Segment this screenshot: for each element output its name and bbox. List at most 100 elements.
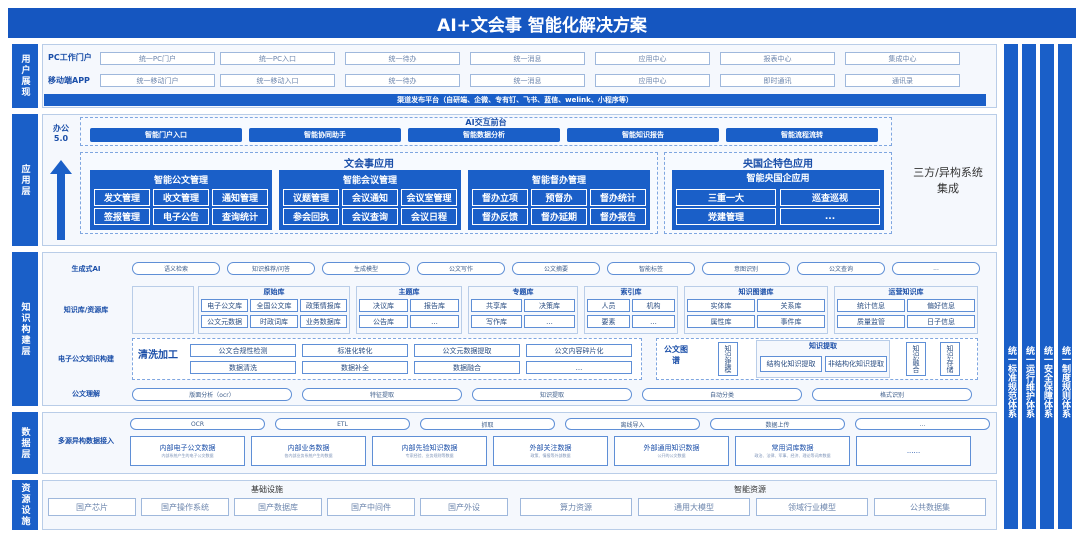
gen-ai-item: 公文写作 bbox=[417, 262, 505, 275]
module-function-item: 督办延期 bbox=[531, 208, 587, 225]
smart-module-title: 智能会议管理 bbox=[342, 175, 397, 186]
mobile-app-item: 统一待办 bbox=[345, 74, 460, 87]
module-function-item: 电子公告 bbox=[153, 208, 209, 225]
library-item: 时政词库 bbox=[250, 315, 298, 328]
library-item: 电子公文库 bbox=[201, 299, 249, 312]
module-function-item: 会议通知 bbox=[342, 189, 398, 206]
data-source-title: 内部电子公文数据 bbox=[159, 444, 216, 452]
governance-system-bar: 统一安全保障体系 bbox=[1040, 44, 1054, 529]
library-item: 质量监管 bbox=[837, 315, 905, 328]
library-title: 专题库 bbox=[512, 288, 534, 296]
mobile-app-item: 统一移动门户 bbox=[100, 74, 215, 87]
library-item: 机构 bbox=[632, 299, 675, 312]
layer-label-knowledge: 知识构建层 bbox=[12, 252, 38, 406]
layer-label-user: 用户展现 bbox=[12, 44, 38, 108]
library-item: 全国公文库 bbox=[250, 299, 298, 312]
smart-resource-item: 算力资源 bbox=[520, 498, 632, 516]
gen-ai-item: 智能标签 bbox=[607, 262, 695, 275]
module-function-item: 查询统计 bbox=[212, 208, 268, 225]
smart-module-title: 智能督办管理 bbox=[531, 175, 586, 186]
understand-item: 知识提取 bbox=[472, 388, 632, 401]
data-source-desc: 政策、情报等外部数据 bbox=[530, 453, 571, 458]
base-infra-label: 基础设施 bbox=[251, 485, 283, 494]
data-pipeline-item: ETL bbox=[275, 418, 410, 430]
gen-ai-label: 生成式AI bbox=[71, 265, 101, 273]
smart-resource-label: 智能资源 bbox=[734, 485, 766, 494]
library-item: 公告库 bbox=[359, 315, 408, 328]
data-source-title: 内部先验知识数据 bbox=[401, 444, 458, 452]
mobile-app-item: 通讯录 bbox=[845, 74, 960, 87]
data-source-desc: 公开的公文数据 bbox=[657, 453, 686, 458]
data-source-card: 内部电子公文数据内部系统产生的电子公文数据 bbox=[130, 436, 245, 466]
data-source-card: 外部通用知识数据公开的公文数据 bbox=[614, 436, 729, 466]
library-item: 公文元数据 bbox=[201, 315, 249, 328]
data-source-card: 常用词库数据政治、法律、军事、经济、理论等词库数据 bbox=[735, 436, 850, 466]
page-title: AI+文会事 智能化解决方案 bbox=[8, 8, 1076, 38]
library-item: 共享库 bbox=[471, 299, 522, 312]
graph-label: 公文图谱 bbox=[664, 345, 688, 365]
build-label: 电子公文知识构建 bbox=[58, 355, 114, 363]
library-item: ... bbox=[524, 315, 575, 328]
library-item: 人员 bbox=[587, 299, 630, 312]
clean-process-item: ... bbox=[526, 361, 632, 374]
module-function-item: 督办反馈 bbox=[472, 208, 528, 225]
module-function-item: 督办立项 bbox=[472, 189, 528, 206]
module-function-item: 预督办 bbox=[531, 189, 587, 206]
pc-portal-label: PC工作门户 bbox=[48, 53, 92, 62]
pc-portal-item: 集成中心 bbox=[845, 52, 960, 65]
pc-portal-item: 统一PC门户 bbox=[100, 52, 215, 65]
module-function-item: 参会回执 bbox=[283, 208, 339, 225]
data-source-desc: 政治、法律、军事、经济、理论等词库数据 bbox=[754, 453, 831, 458]
data-access-label: 多源异构数据接入 bbox=[58, 437, 114, 445]
smart-resource-item: 公共数据集 bbox=[874, 498, 986, 516]
understand-item: 自动分类 bbox=[642, 388, 802, 401]
yangqi-function-item: 三重一大 bbox=[676, 189, 776, 206]
channel-publish-bar: 渠道发布平台（自研端、企微、专有钉、飞书、蓝信、welink、小程序等） bbox=[44, 94, 986, 106]
library-item: 要素 bbox=[587, 315, 630, 328]
module-function-item: 签报管理 bbox=[94, 208, 150, 225]
pc-portal-item: 统一待办 bbox=[345, 52, 460, 65]
smart-module-title: 智能公文管理 bbox=[153, 175, 208, 186]
layer-label-app: 应用层 bbox=[12, 114, 38, 246]
data-source-title: 常用词库数据 bbox=[771, 444, 814, 452]
base-infra-item: 国产外设 bbox=[420, 498, 508, 516]
base-infra-item: 国产中间件 bbox=[327, 498, 415, 516]
data-source-card: ...... bbox=[856, 436, 971, 466]
data-pipeline-item: 数据上传 bbox=[710, 418, 845, 430]
data-pipeline-item: ... bbox=[855, 418, 990, 430]
data-source-desc: 专家经验、业务规则等数据 bbox=[405, 453, 454, 458]
data-pipeline-item: OCR bbox=[130, 418, 265, 430]
gen-ai-item: 公文查询 bbox=[797, 262, 885, 275]
base-infra-item: 国产数据库 bbox=[234, 498, 322, 516]
yangqi-module: 智能央国企应用 bbox=[672, 170, 884, 230]
library-item: 偏好信息 bbox=[907, 299, 975, 312]
yangqi-title: 央国企特色应用 bbox=[743, 159, 813, 170]
smart-module bbox=[279, 170, 461, 230]
module-function-item: 通知管理 bbox=[212, 189, 268, 206]
gen-ai-item: 意图识别 bbox=[702, 262, 790, 275]
smart-module bbox=[90, 170, 272, 230]
smart-module bbox=[468, 170, 650, 230]
mobile-app-item: 即时通讯 bbox=[720, 74, 835, 87]
understand-item: 格式识别 bbox=[812, 388, 972, 401]
module-function-item: 发文管理 bbox=[94, 189, 150, 206]
yangqi-module-title: 智能央国企应用 bbox=[746, 174, 810, 184]
library-title: 原始库 bbox=[263, 288, 285, 296]
clean-process-item: 数据补全 bbox=[302, 361, 408, 374]
clean-process-item: 标准化转化 bbox=[302, 344, 408, 357]
data-source-title: 外部关注数据 bbox=[529, 444, 572, 452]
data-source-card: 内部先验知识数据专家经验、业务规则等数据 bbox=[372, 436, 487, 466]
library-item: 业务数据库 bbox=[299, 315, 347, 328]
yangqi-function-item: 党建管理 bbox=[676, 208, 776, 225]
library-item: ... bbox=[410, 315, 459, 328]
clean-label: 清洗加工 bbox=[138, 350, 178, 361]
understand-label: 公文理解 bbox=[72, 390, 100, 398]
gen-ai-item: ... bbox=[892, 262, 980, 275]
graph-modeling: 知识建模 bbox=[718, 342, 738, 376]
knowledge-extract-title: 知识提取 bbox=[809, 342, 837, 350]
clean-process-item: 数据清洗 bbox=[190, 361, 296, 374]
data-source-desc: 各内部业务系统产生的数据 bbox=[284, 453, 333, 458]
gen-ai-item: 公文摘要 bbox=[512, 262, 600, 275]
mobile-app-item: 应用中心 bbox=[595, 74, 710, 87]
ai-interaction-item: 智能协同助手 bbox=[249, 128, 401, 142]
